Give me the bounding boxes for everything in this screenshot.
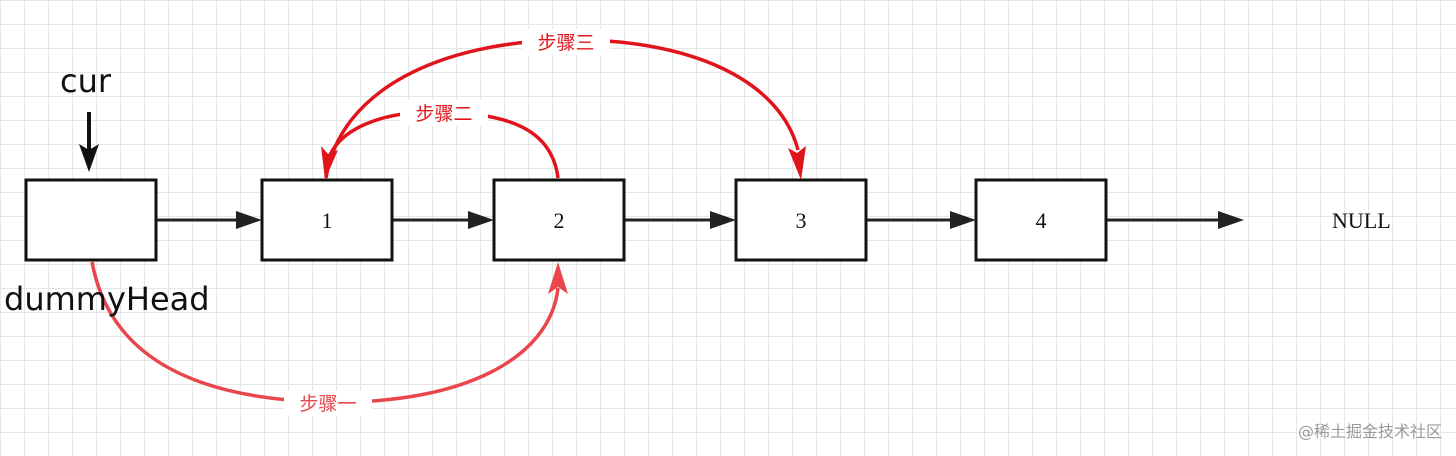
node-3-value: 3 — [796, 208, 807, 233]
node-1-value: 1 — [322, 208, 333, 233]
link-arrowhead-2-to-3 — [710, 211, 736, 229]
cur-pointer-arrow — [79, 112, 99, 172]
null-label: NULL — [1332, 208, 1391, 233]
step-one-label: 步骤一 — [299, 393, 356, 415]
step-three-label-bg — [522, 29, 610, 55]
list-node-2 — [492, 178, 626, 262]
step-three-arrowhead — [788, 146, 806, 180]
watermark-text: @稀土掘金技术社区 — [1298, 422, 1442, 441]
link-arrowhead-1-to-2 — [468, 211, 494, 229]
link-arrowhead-3-to-4 — [950, 211, 976, 229]
next-link-arrows — [157, 211, 1244, 229]
step-one-arrowhead — [548, 262, 568, 294]
step-three-label: 步骤三 — [537, 32, 594, 54]
step-two-label-bg — [400, 100, 488, 126]
dummy-head-label: dummyHead — [4, 280, 210, 318]
list-node-4 — [974, 178, 1108, 262]
pointer-label: cur — [60, 62, 112, 100]
step-two-label: 步骤二 — [415, 103, 472, 125]
dummy-head-node — [24, 178, 158, 262]
node-4-value: 4 — [1036, 208, 1047, 233]
step-three-curve — [324, 38, 800, 179]
link-arrowhead-4-to-null — [1218, 211, 1244, 229]
node-2-value: 2 — [554, 208, 565, 233]
link-arrowhead-dummy-to-1 — [236, 211, 262, 229]
step-one-label-bg — [284, 390, 372, 416]
